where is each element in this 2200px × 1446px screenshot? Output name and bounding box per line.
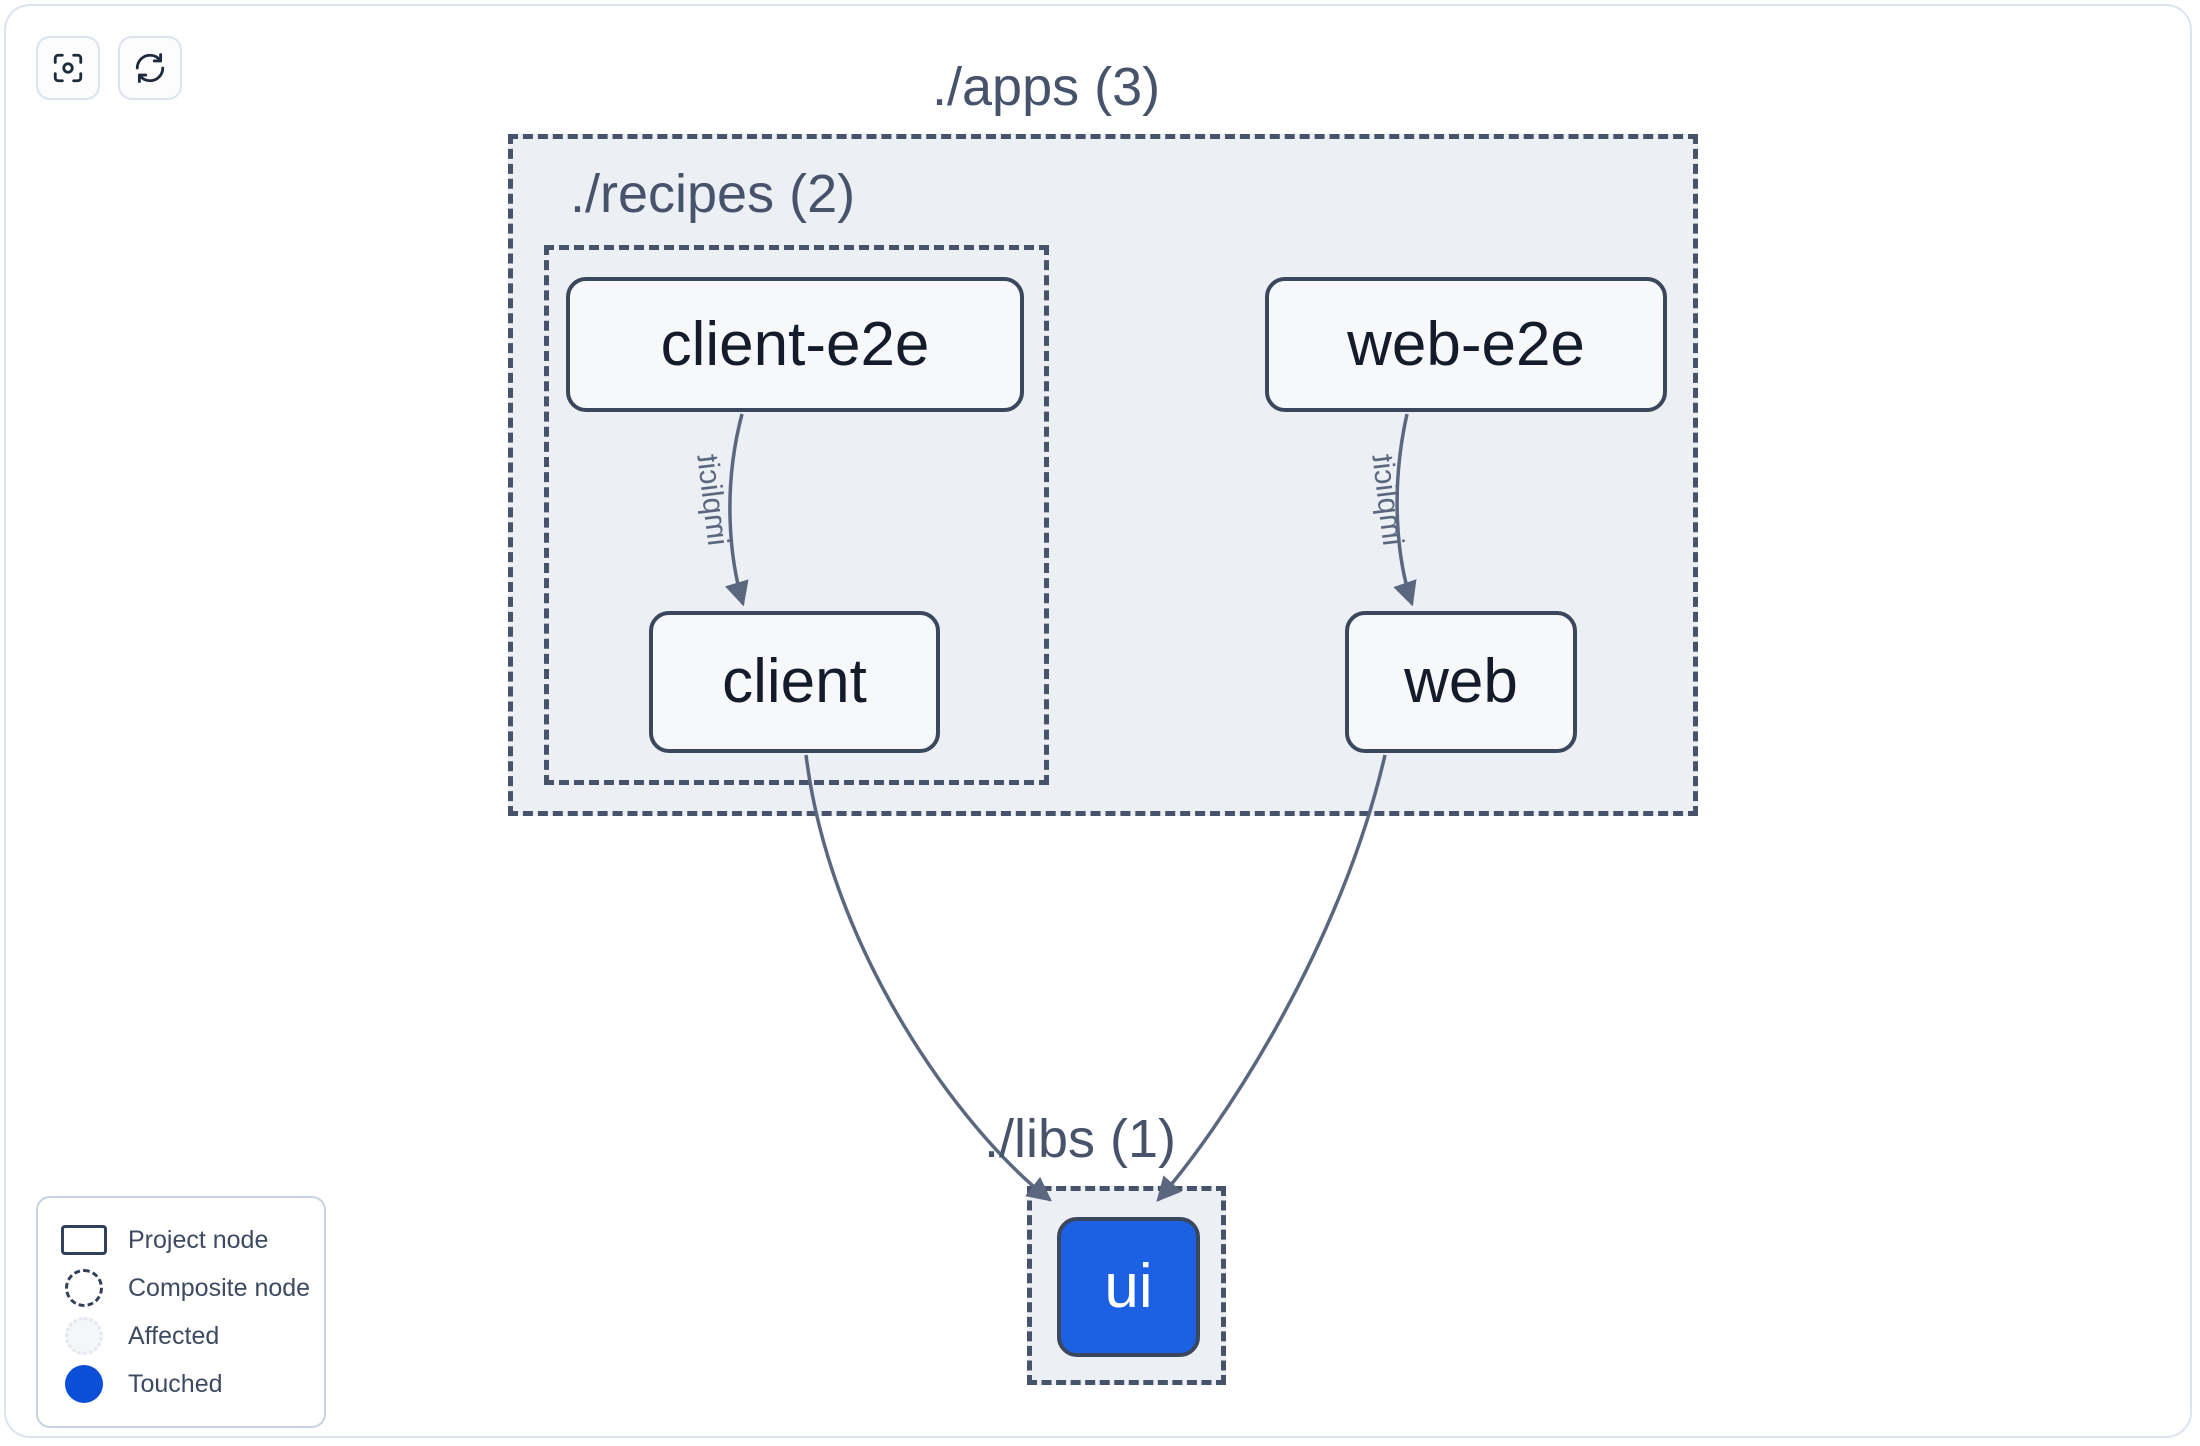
- legend-label-project-node: Project node: [128, 1225, 269, 1254]
- project-node-web-e2e[interactable]: web-e2e: [1265, 277, 1667, 412]
- refresh-graph-button[interactable]: [118, 36, 182, 100]
- graph-legend: Project node Composite node Affected Tou…: [36, 1196, 326, 1428]
- legend-label-touched: Touched: [128, 1369, 223, 1398]
- project-node-swatch: [58, 1225, 110, 1255]
- focus-target-icon: [51, 51, 85, 85]
- composite-label-libs: ./libs (1): [984, 1109, 1177, 1169]
- composite-node-swatch: [58, 1269, 110, 1307]
- legend-item-composite-node: Composite node: [58, 1264, 310, 1312]
- focus-graph-button[interactable]: [36, 36, 100, 100]
- touched-swatch: [58, 1365, 110, 1403]
- project-node-web[interactable]: web: [1345, 611, 1577, 753]
- project-node-client-e2e[interactable]: client-e2e: [566, 277, 1024, 412]
- project-node-ui[interactable]: ui: [1057, 1217, 1200, 1357]
- edge-web-to-ui: [1156, 754, 1387, 1202]
- legend-item-project-node: Project node: [58, 1216, 304, 1264]
- legend-item-touched: Touched: [58, 1360, 304, 1408]
- composite-label-apps: ./apps (3): [932, 57, 1161, 117]
- composite-label-recipes: ./recipes (2): [570, 164, 856, 224]
- legend-label-composite-node: Composite node: [128, 1273, 311, 1302]
- legend-label-affected: Affected: [128, 1321, 220, 1350]
- project-node-client[interactable]: client: [649, 611, 940, 753]
- legend-item-affected: Affected: [58, 1312, 304, 1360]
- affected-swatch: [58, 1317, 110, 1355]
- refresh-icon: [133, 51, 167, 85]
- graph-toolbar: [36, 36, 182, 100]
